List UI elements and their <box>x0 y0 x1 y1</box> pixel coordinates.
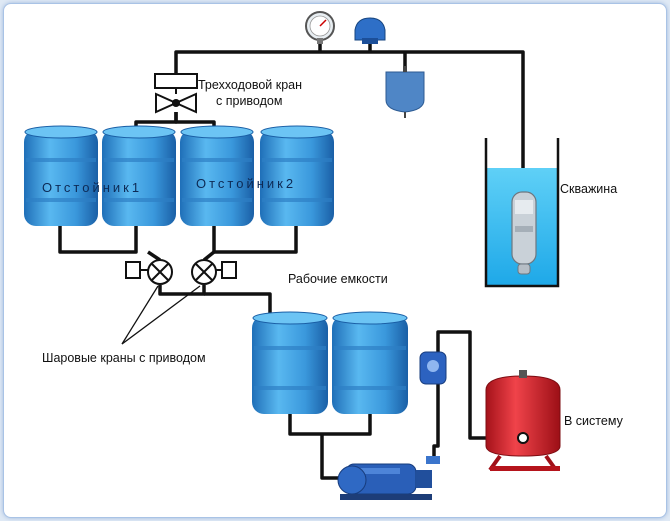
ball-valve-icon-2 <box>191 259 237 285</box>
pipe-to-working <box>204 292 272 316</box>
three-way-valve-icon <box>154 73 198 114</box>
pipe-settling-2-down <box>202 250 216 262</box>
pressure-switch-icon <box>354 17 386 44</box>
ball-valve-icon <box>125 259 173 285</box>
pipe-settling-2 <box>212 226 298 254</box>
ball-valves-pointer <box>121 285 201 345</box>
settling-tank-1-label: Отстойник1 <box>42 180 143 195</box>
settling-tank-2-label: Отстойник2 <box>196 176 297 191</box>
pipe-settling-1 <box>58 226 138 254</box>
pipe-pump-out <box>432 384 440 462</box>
barrel-working-2 <box>332 311 408 414</box>
barrel-settling-2a <box>180 125 254 226</box>
barrel-settling-1a <box>24 125 98 226</box>
barrel-settling-2b <box>260 125 334 226</box>
pipe-main-top <box>174 50 525 196</box>
well-label: Скважина <box>560 182 618 196</box>
ball-valves-label: Шаровые краны с приводом <box>42 351 206 365</box>
barrels <box>24 125 408 414</box>
expansion-tank-icon <box>385 66 425 118</box>
three-way-valve-label-line2: с приводом <box>216 94 283 108</box>
pipe-valves-out <box>158 285 206 296</box>
pipe-working-bottom <box>288 412 372 436</box>
hydro-accumulator-icon <box>485 370 561 472</box>
to-system-label: В систему <box>564 414 623 428</box>
submersible-pump-icon <box>511 191 537 275</box>
surface-pump-icon <box>337 456 440 500</box>
barrel-working-1 <box>252 311 328 414</box>
three-way-valve-label-line1: Трехходовой кран <box>198 78 303 92</box>
pump-controller-icon <box>419 351 447 385</box>
pipe-settling-1-down <box>147 250 161 262</box>
working-tanks-label: Рабочие емкости <box>288 272 388 286</box>
pressure-gauge-icon <box>305 11 335 44</box>
barrel-settling-1b <box>102 125 176 226</box>
